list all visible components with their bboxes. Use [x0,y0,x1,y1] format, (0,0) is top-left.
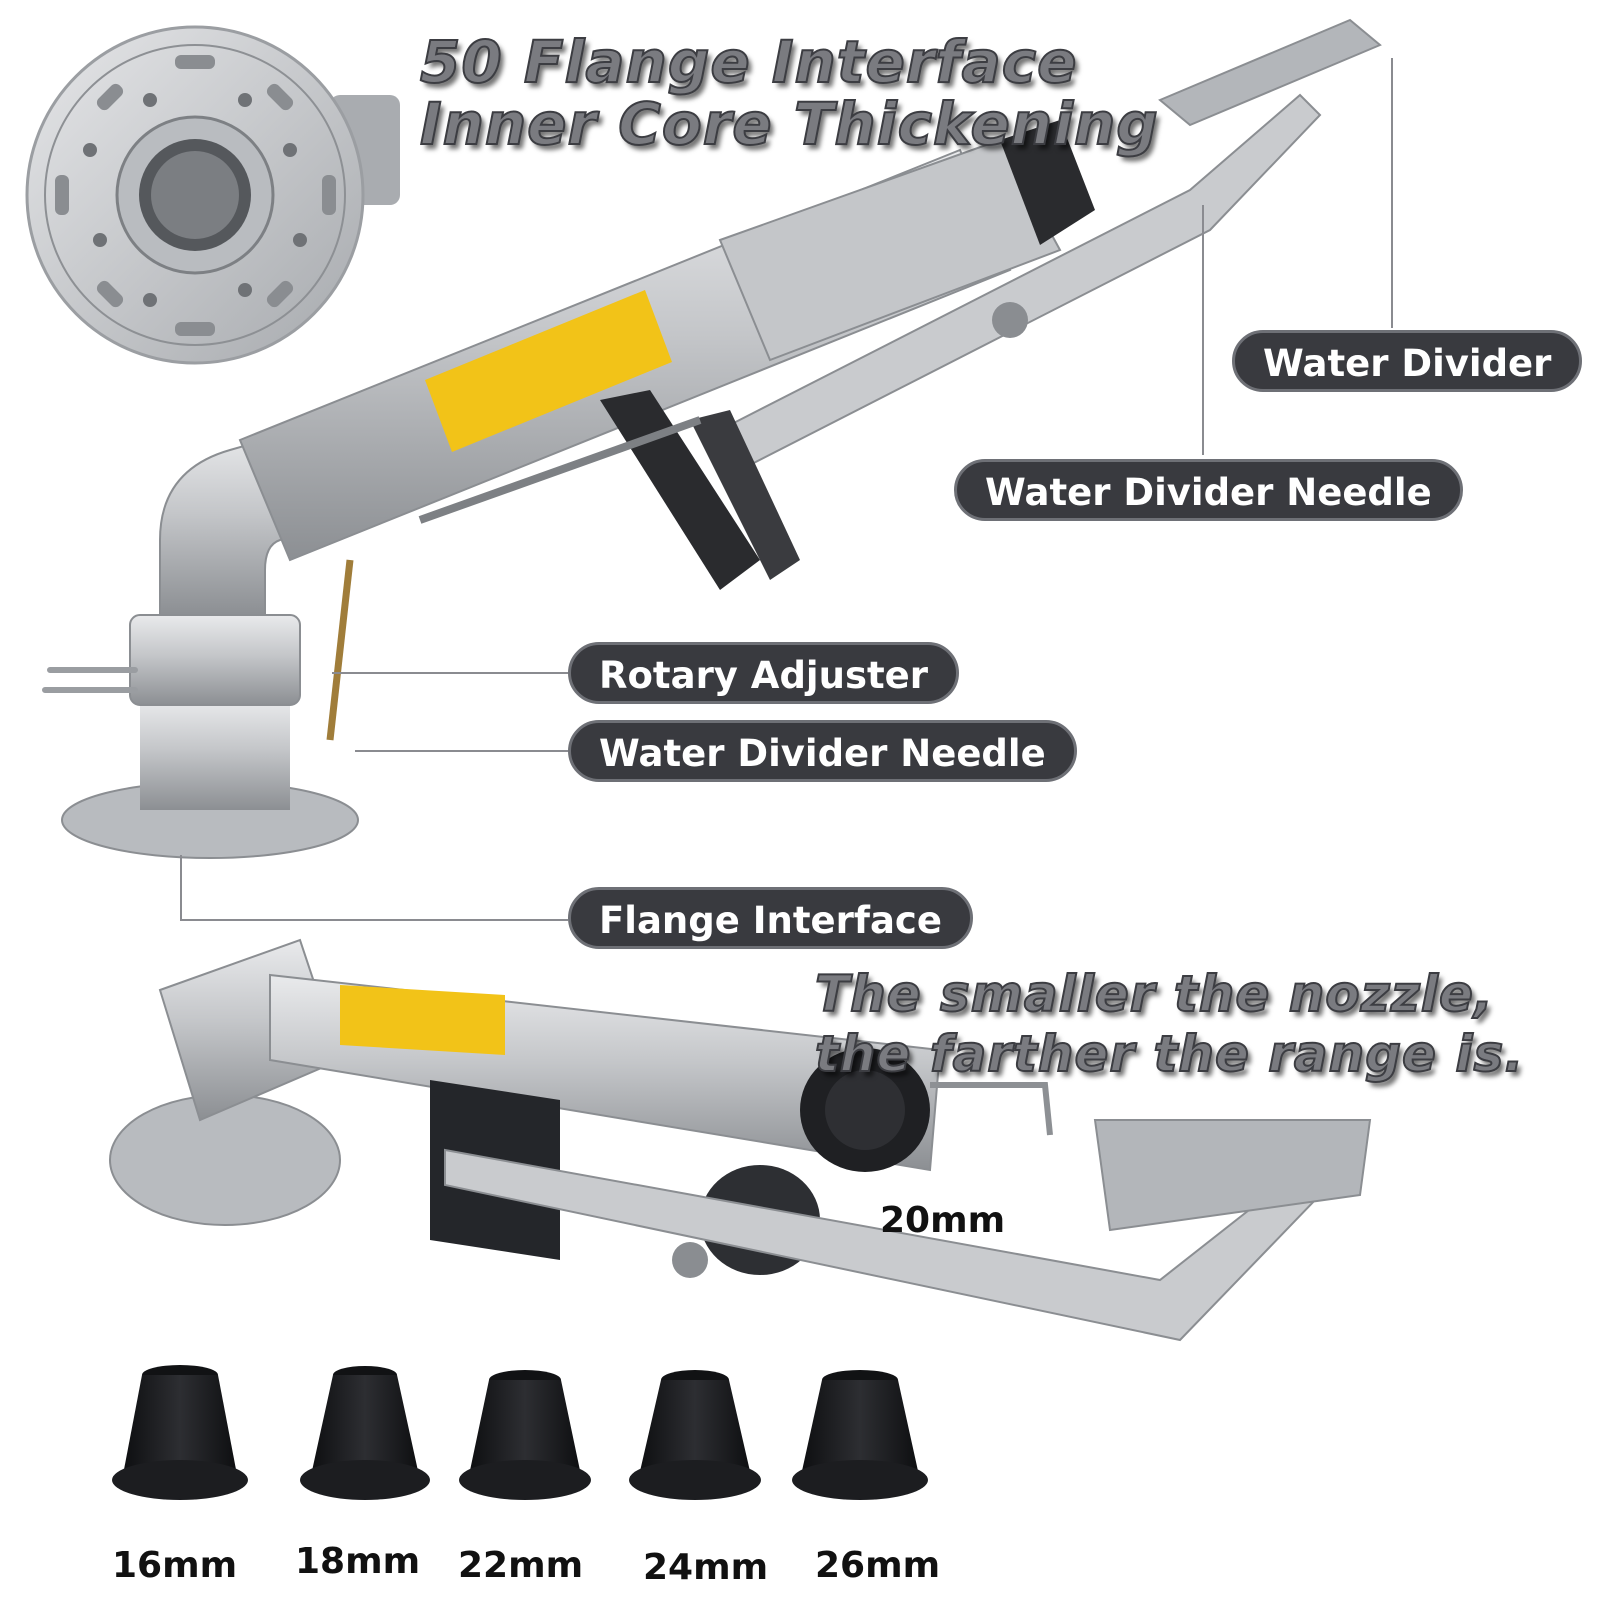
sprinkler-gun-upper [42,18,1382,859]
nozzle-set [112,1365,928,1500]
leader-needle-top-vertical [1202,205,1204,455]
leader-needle-bottom [355,750,568,752]
callout-flange-interface: Flange Interface [568,887,973,949]
sprinkler-gun-lower [109,938,1372,1342]
nozzle-size-label: 24mm [643,1547,769,1588]
nozzle-size-label: 18mm [295,1541,421,1582]
nozzle-18mm [300,1366,430,1500]
callout-rotary-adjuster: Rotary Adjuster [568,642,960,704]
range-note-line1: The smaller the nozzle, [814,964,1494,1024]
callout-water-divider-needle-top: Water Divider Needle [954,459,1463,521]
leader-flange-vertical [180,855,182,921]
callout-water-divider: Water Divider [1232,330,1583,392]
nozzle-16mm [112,1365,248,1500]
nozzle-size-label: 22mm [458,1545,584,1586]
installed-nozzle-size: 20mm [880,1200,1006,1241]
nozzle-26mm [792,1370,928,1500]
nozzle-24mm [629,1370,761,1500]
range-note-line2: the farther the range is. [814,1024,1525,1084]
flange-closeup [25,25,400,365]
leader-water-divider-vertical [1391,58,1393,328]
nozzle-22mm [459,1370,591,1500]
headline-line1: 50 Flange Interface [419,27,1078,97]
leader-rotary-adjuster [332,672,568,674]
nozzle-size-label: 16mm [112,1545,238,1586]
headline-line2: Inner Core Thickening [419,89,1159,159]
nozzle-size-label: 26mm [815,1545,941,1586]
leader-flange-horizontal [180,919,568,921]
callout-water-divider-needle-bottom: Water Divider Needle [568,720,1077,782]
